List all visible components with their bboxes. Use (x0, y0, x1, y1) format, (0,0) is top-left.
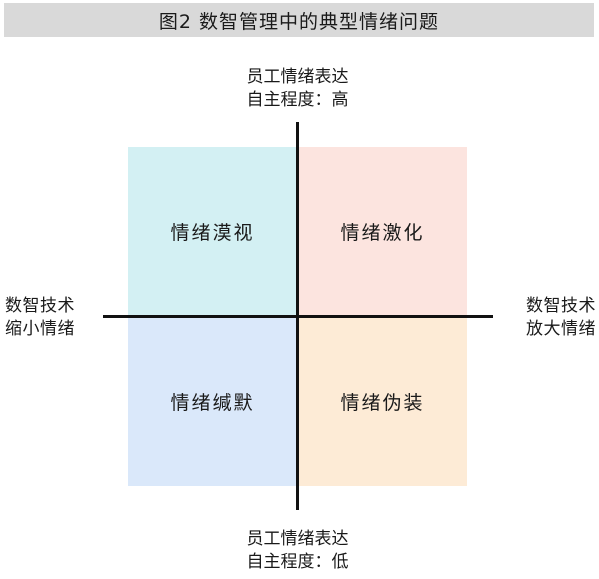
axis-label-bottom-line2: 自主程度：低 (246, 552, 349, 572)
axis-label-left: 数智技术 缩小情绪 (5, 295, 95, 341)
quadrant-top-left-label: 情绪漠视 (170, 222, 255, 244)
axis-label-left-line1: 数智技术 (5, 296, 75, 316)
axis-label-top: 员工情绪表达 自主程度：高 (210, 66, 385, 112)
axis-label-bottom-line1: 员工情绪表达 (246, 529, 349, 549)
quadrant-bottom-right-label: 情绪伪装 (340, 392, 425, 414)
figure-title-bar: 图2 数智管理中的典型情绪问题 (4, 3, 594, 37)
axis-label-left-line2: 缩小情绪 (5, 319, 75, 339)
quadrant-bottom-right: 情绪伪装 (298, 317, 467, 486)
axis-label-right-line1: 数智技术 (526, 296, 596, 316)
horizontal-axis (103, 315, 493, 318)
quadrant-top-right: 情绪激化 (298, 147, 467, 316)
axis-label-top-line2: 自主程度：高 (246, 90, 349, 110)
axis-label-right-line2: 放大情绪 (526, 319, 596, 339)
quadrant-bottom-left-label: 情绪缄默 (170, 392, 255, 414)
quadrant-bottom-left: 情绪缄默 (128, 317, 297, 486)
axis-label-bottom: 员工情绪表达 自主程度：低 (210, 528, 385, 574)
quadrant-top-left: 情绪漠视 (128, 147, 297, 316)
axis-label-right: 数智技术 放大情绪 (504, 295, 596, 341)
axis-label-top-line1: 员工情绪表达 (246, 67, 349, 87)
figure-title: 图2 数智管理中的典型情绪问题 (158, 10, 440, 33)
quadrant-top-right-label: 情绪激化 (340, 222, 425, 244)
